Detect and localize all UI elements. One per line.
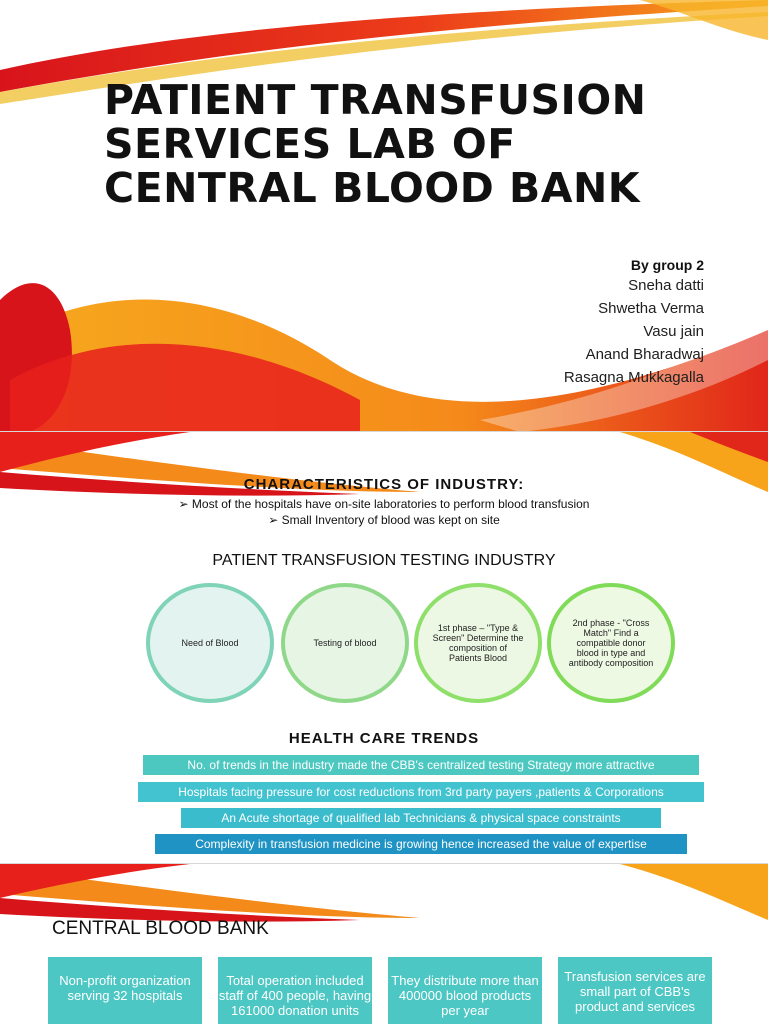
author-name: Sneha datti — [628, 277, 704, 294]
info-card: Total operation included staff of 400 pe… — [218, 957, 372, 1024]
author-name: Anand Bharadwaj — [585, 346, 704, 363]
trend-bar: Complexity in transfusion medicine is gr… — [155, 834, 687, 854]
trend-bar: No. of trends in the industry made the C… — [143, 755, 699, 775]
author-list: By group 2 Sneha datti Shwetha Verma Vas… — [564, 256, 704, 389]
author-name: Rasagna Mukkagalla — [563, 369, 704, 386]
process-circle-testing: Testing of blood — [281, 583, 409, 703]
process-circle-phase-1: 1st phase – "Type & Screen" Determine th… — [414, 583, 542, 703]
title-line: PATIENT TRANSFUSION — [104, 76, 647, 124]
info-card: They distribute more than 400000 blood p… — [388, 957, 542, 1024]
bullet-item: ➢ Small Inventory of blood was kept on s… — [268, 513, 500, 527]
trends-heading: HEALTH CARE TRENDS — [288, 730, 480, 747]
title-line: CENTRAL BLOOD BANK — [104, 164, 641, 212]
info-card: Non-profit organization serving 32 hospi… — [48, 957, 202, 1024]
bullet-item: ➢ Most of the hospitals have on-site lab… — [178, 497, 590, 511]
trend-bar: An Acute shortage of qualified lab Techn… — [181, 808, 661, 828]
testing-heading: PATIENT TRANSFUSION TESTING INDUSTRY — [212, 552, 556, 569]
trend-bar: Hospitals facing pressure for cost reduc… — [138, 782, 704, 802]
group-label: By group 2 — [630, 257, 704, 273]
info-card: Transfusion services are small part of C… — [558, 957, 712, 1024]
swoosh-decoration-top — [0, 0, 768, 432]
author-name: Shwetha Verma — [598, 300, 704, 317]
process-circle-phase-2: 2nd phase - "Cross Match" Find a compati… — [547, 583, 675, 703]
title-line: SERVICES LAB OF — [104, 120, 516, 168]
slide-title: PATIENT TRANSFUSION SERVICES LAB OF CENT… — [104, 78, 744, 210]
swoosh-decoration-top — [0, 864, 768, 922]
cbb-heading: CENTRAL BLOOD BANK — [52, 918, 269, 939]
swoosh-decoration-top — [0, 432, 768, 496]
title-slide: PATIENT TRANSFUSION SERVICES LAB OF CENT… — [0, 0, 768, 432]
author-name: Vasu jain — [643, 323, 704, 340]
process-circle-need: Need of Blood — [146, 583, 274, 703]
characteristics-heading: CHARACTERISTICS OF INDUSTRY: — [243, 476, 525, 493]
